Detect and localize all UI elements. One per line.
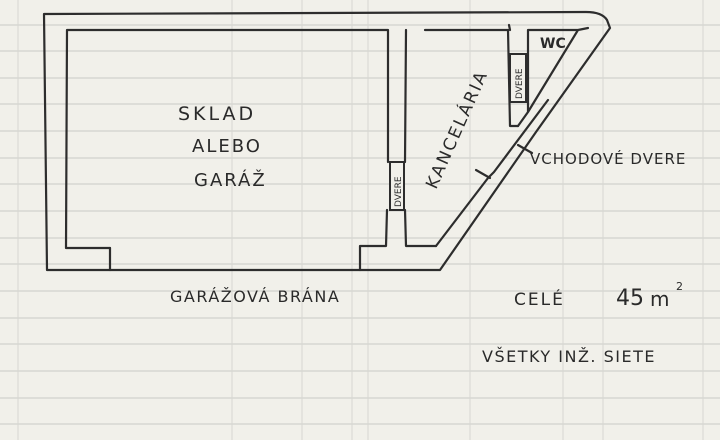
partition-stub-bottom [358, 208, 389, 272]
utilities-label: VŠETKY INŽ. SIETE [482, 347, 656, 366]
entrance-label: VCHODOVÉ DVERE [530, 149, 686, 168]
storage-label-line2: ALEBO [192, 136, 262, 157]
office-diagonal-wall [434, 98, 550, 248]
wc-wall [516, 26, 590, 128]
storage-label-line3: GARÁŽ [194, 169, 267, 191]
storage-inner-wall [64, 28, 390, 250]
partition-wall-lower [403, 208, 438, 248]
partition-wall-right [403, 28, 408, 164]
wc-label: WC [540, 36, 566, 52]
door-right [509, 53, 527, 103]
storage-label-line1: SKLAD [178, 103, 256, 125]
outer-wall [42, 10, 612, 272]
entrance-door-jamb [474, 168, 492, 180]
entrance-door-jamb-2 [516, 143, 534, 155]
garage-gate-label: GARÁŽOVÁ BRÁNA [170, 287, 340, 306]
total-value: 45 [616, 286, 644, 311]
total-unit: m [650, 287, 669, 311]
total-label: CELÉ [514, 288, 565, 310]
door-right-label: DVERE [515, 68, 525, 99]
door-left [389, 161, 405, 211]
door-left-label: DVERE [394, 176, 404, 207]
total-unit-exponent: 2 [676, 280, 683, 293]
